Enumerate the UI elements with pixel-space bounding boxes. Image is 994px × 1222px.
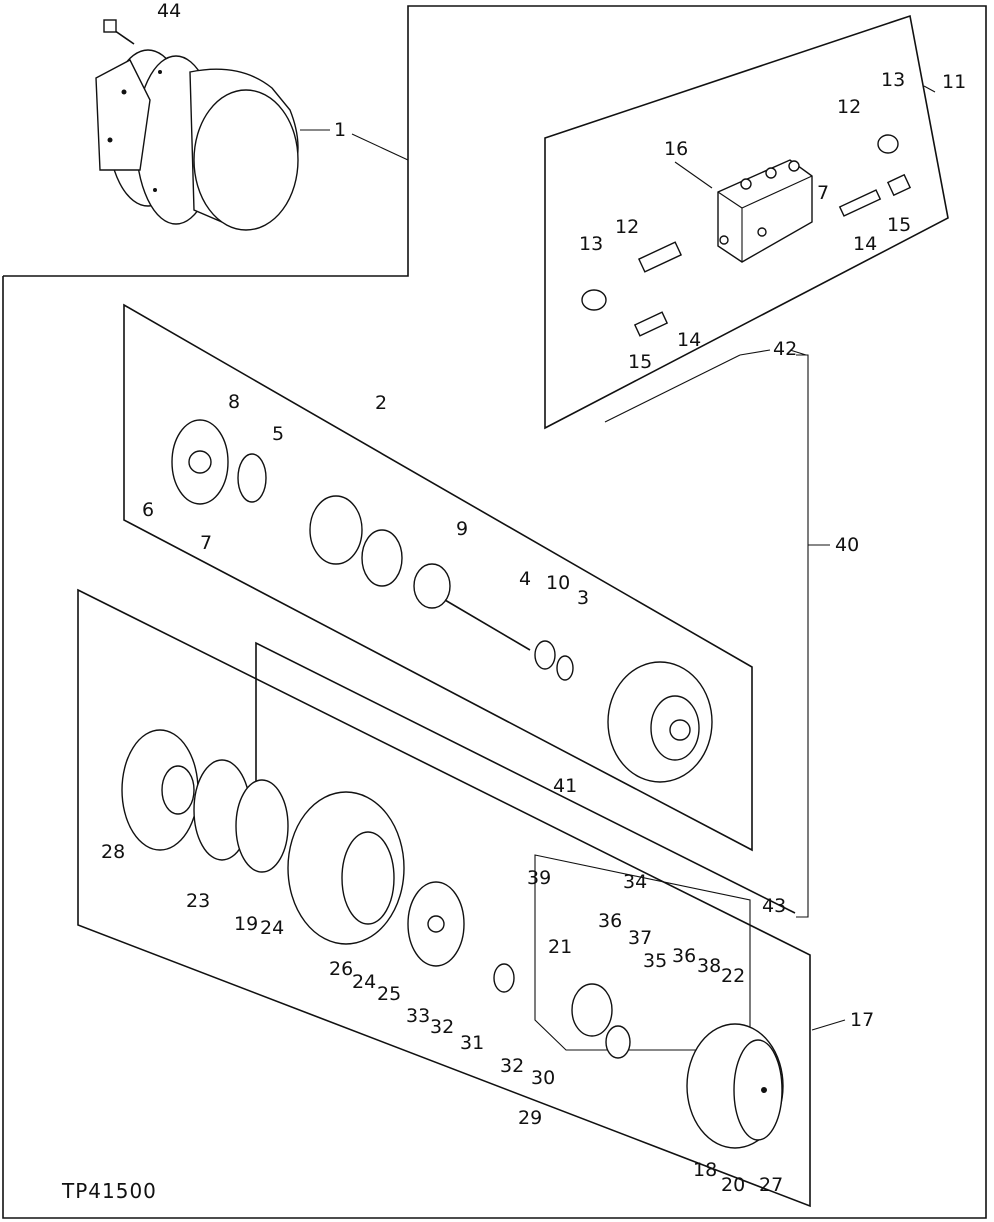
callout-29: 29 — [518, 1107, 542, 1129]
callout-1: 1 — [334, 119, 346, 141]
callout-12: 12 — [837, 96, 861, 118]
callout-5: 5 — [272, 423, 284, 445]
callout-34: 34 — [623, 871, 647, 893]
gear-housing-internals — [121, 729, 784, 1149]
callout-37: 37 — [628, 927, 652, 949]
callout-42: 42 — [773, 338, 797, 360]
callout-23: 23 — [186, 890, 210, 912]
callout-6: 6 — [142, 499, 154, 521]
callout-39: 39 — [527, 867, 551, 889]
callout-10: 10 — [546, 572, 570, 594]
callout-13: 13 — [881, 69, 905, 91]
callout-4: 4 — [519, 568, 531, 590]
callout-21: 21 — [548, 936, 572, 958]
figure-code: TP41500 — [61, 1179, 157, 1203]
callout-18: 18 — [693, 1159, 717, 1181]
callout-36b: 36 — [672, 945, 696, 967]
callout-15b: 15 — [628, 351, 652, 373]
callout-13b: 13 — [579, 233, 603, 255]
callout-labels: 44 1 11 12 13 16 7 12 13 14 15 15 14 42 … — [61, 0, 966, 1203]
callout-16: 16 — [664, 138, 688, 160]
callout-25: 25 — [377, 983, 401, 1005]
callout-24: 24 — [260, 917, 284, 939]
callout-32: 32 — [430, 1016, 454, 1038]
callout-33: 33 — [406, 1005, 430, 1027]
callout-36: 36 — [598, 910, 622, 932]
valve-block-assembly — [581, 134, 912, 337]
callout-22: 22 — [721, 965, 745, 987]
callout-43: 43 — [762, 895, 786, 917]
callout-17: 17 — [850, 1009, 874, 1031]
callout-11: 11 — [942, 71, 966, 93]
callout-3: 3 — [577, 587, 589, 609]
travel-motor-assembly — [95, 19, 299, 231]
callout-9: 9 — [456, 518, 468, 540]
callout-32b: 32 — [500, 1055, 524, 1077]
group-frames — [2, 5, 987, 1219]
callout-40: 40 — [835, 534, 859, 556]
callout-14b: 14 — [677, 329, 701, 351]
callout-30: 30 — [531, 1067, 555, 1089]
callout-7b: 7 — [200, 532, 212, 554]
callout-19: 19 — [234, 913, 258, 935]
callout-41: 41 — [553, 775, 577, 797]
callout-35: 35 — [643, 950, 667, 972]
motor-internals — [171, 419, 713, 783]
callout-7: 7 — [817, 182, 829, 204]
callout-12b: 12 — [615, 216, 639, 238]
callout-38: 38 — [697, 955, 721, 977]
callout-15: 15 — [887, 214, 911, 236]
callout-14: 14 — [853, 233, 877, 255]
callout-28: 28 — [101, 841, 125, 863]
callout-8: 8 — [228, 391, 240, 413]
callout-27: 27 — [759, 1174, 783, 1196]
callout-20: 20 — [721, 1174, 745, 1196]
callout-31: 31 — [460, 1032, 484, 1054]
callout-2: 2 — [375, 392, 387, 414]
callout-26: 26 — [329, 958, 353, 980]
callout-24b: 24 — [352, 971, 376, 993]
callout-44: 44 — [157, 0, 181, 22]
